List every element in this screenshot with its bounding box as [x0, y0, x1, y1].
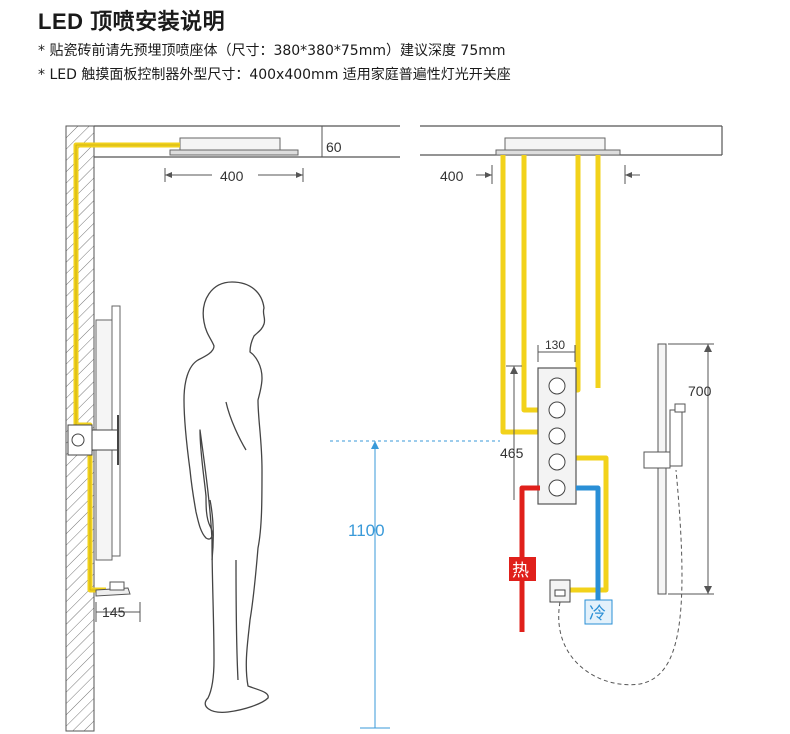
page-title: LED 顶喷安装说明	[38, 9, 226, 34]
left-ceiling-shower	[169, 137, 299, 156]
hot-label: 热	[509, 557, 536, 581]
spout-length-label: 145	[102, 604, 126, 620]
left-bottom-spout	[95, 581, 131, 597]
panel-width-dimension: 130	[537, 338, 576, 362]
install-height-label: 1100	[348, 521, 385, 540]
note-embed-housing: * 贴瓷砖前请先预埋顶喷座体（尺寸：380*380*75mm）建议深度 75mm	[38, 43, 506, 59]
hot-text: 热	[512, 561, 529, 581]
ceiling-depth-dimension: 60	[316, 125, 342, 158]
spout-length-dimension: 145	[95, 602, 141, 622]
human-figure	[183, 281, 269, 713]
note-panel-size: * LED 触摸面板控制器外型尺寸：400x400mm 适用家庭普遍性灯光开关座	[38, 67, 511, 83]
panel-width-label: 130	[545, 338, 565, 352]
left-wall-panel	[67, 305, 121, 561]
panel-height-dimension: 465	[500, 365, 524, 500]
cold-pipe	[576, 485, 601, 600]
right-ceiling-shower	[495, 137, 621, 156]
outlet-box	[549, 579, 571, 603]
left-width-dimension: 400	[164, 168, 304, 184]
panel-height-label: 465	[500, 445, 524, 461]
hot-pipe	[519, 485, 540, 632]
shower-hose	[558, 469, 683, 686]
cold-text: 冷	[589, 604, 606, 624]
right-width-label: 400	[440, 168, 464, 184]
slide-rail	[643, 343, 686, 595]
cold-label: 冷	[584, 599, 613, 625]
ceiling-depth-label: 60	[326, 139, 342, 155]
rail-height-dimension: 700	[668, 343, 714, 595]
left-width-label: 400	[220, 168, 244, 184]
rail-height-label: 700	[688, 383, 712, 399]
right-width-dimension: 400	[440, 165, 640, 184]
control-panel	[537, 367, 577, 505]
install-height-guide: 1100	[330, 440, 500, 729]
